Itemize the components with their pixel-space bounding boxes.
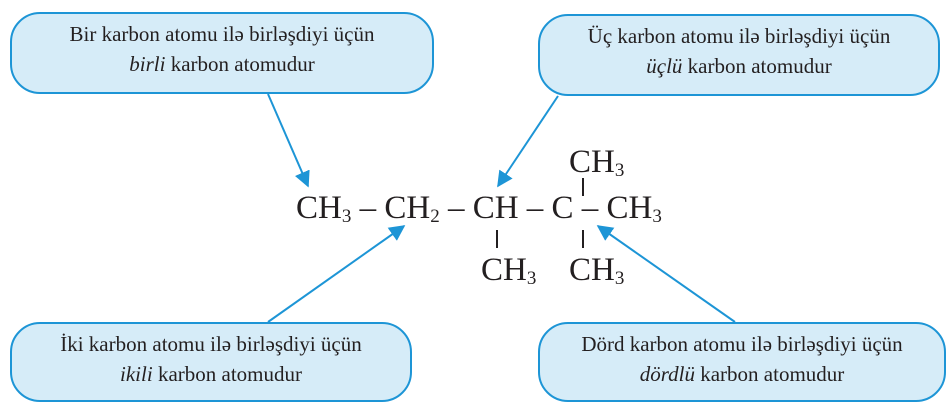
bond-3-4: – — [518, 190, 552, 226]
callout-tertiary-rest: karbon atomudur — [682, 54, 832, 78]
callout-tertiary-line1: Üç karbon atomu ilə birləşdiyi üçün — [587, 24, 891, 48]
bond-c4-down-vertical — [582, 230, 584, 248]
callout-tertiary-term: üçlü — [646, 54, 683, 78]
callout-tertiary-line2: üçlü karbon atomudur — [540, 51, 938, 81]
arrow-primary — [267, 93, 310, 188]
main-chain: CH3 – CH2 – CH – C – CH3 — [296, 190, 662, 227]
callout-primary-line2: birli karbon atomudur — [12, 49, 432, 79]
callout-primary-term: birli — [129, 52, 166, 76]
bond-2-3: – — [439, 190, 473, 226]
callout-tertiary-carbon: Üç karbon atomu ilə birləşdiyi üçün üçlü… — [538, 14, 940, 96]
carbon-1: CH3 — [296, 190, 352, 227]
callout-quaternary-line1: Dörd karbon atomu ilə birləşdiyi üçün — [581, 332, 903, 356]
branch-top-methyl: CH3 — [569, 144, 625, 181]
bond-4-5: – — [573, 190, 607, 226]
callout-primary-carbon: Bir karbon atomu ilə birləşdiyi üçün bir… — [10, 12, 434, 94]
bond-1-2: – — [351, 190, 385, 226]
callout-quaternary-line2: dördlü karbon atomudur — [540, 359, 944, 389]
callout-secondary-term: ikili — [120, 362, 153, 386]
callout-secondary-line2: ikili karbon atomudur — [12, 359, 410, 389]
carbon-4: C — [551, 190, 574, 226]
bond-c3-down-vertical — [496, 230, 498, 248]
callout-primary-rest: karbon atomudur — [165, 52, 315, 76]
callout-quaternary-carbon: Dörd karbon atomu ilə birləşdiyi üçün dö… — [538, 322, 946, 402]
carbon-2: CH2 — [384, 190, 440, 227]
callout-secondary-carbon: İki karbon atomu ilə birləşdiyi üçün iki… — [10, 322, 412, 402]
carbon-3: CH — [472, 190, 519, 226]
branch-c4-methyl: CH3 — [569, 252, 625, 289]
callout-secondary-rest: karbon atomudur — [152, 362, 302, 386]
arrow-secondary — [267, 225, 406, 323]
arrow-tertiary — [497, 95, 559, 188]
branch-c3-methyl: CH3 — [481, 252, 537, 289]
carbon-5: CH3 — [606, 190, 662, 227]
bond-top-vertical — [582, 178, 584, 196]
callout-primary-line1: Bir karbon atomu ilə birləşdiyi üçün — [69, 22, 375, 46]
callout-quaternary-rest: karbon atomudur — [694, 362, 845, 386]
callout-quaternary-term: dördlü — [639, 362, 695, 386]
callout-secondary-line1: İki karbon atomu ilə birləşdiyi üçün — [60, 332, 362, 356]
